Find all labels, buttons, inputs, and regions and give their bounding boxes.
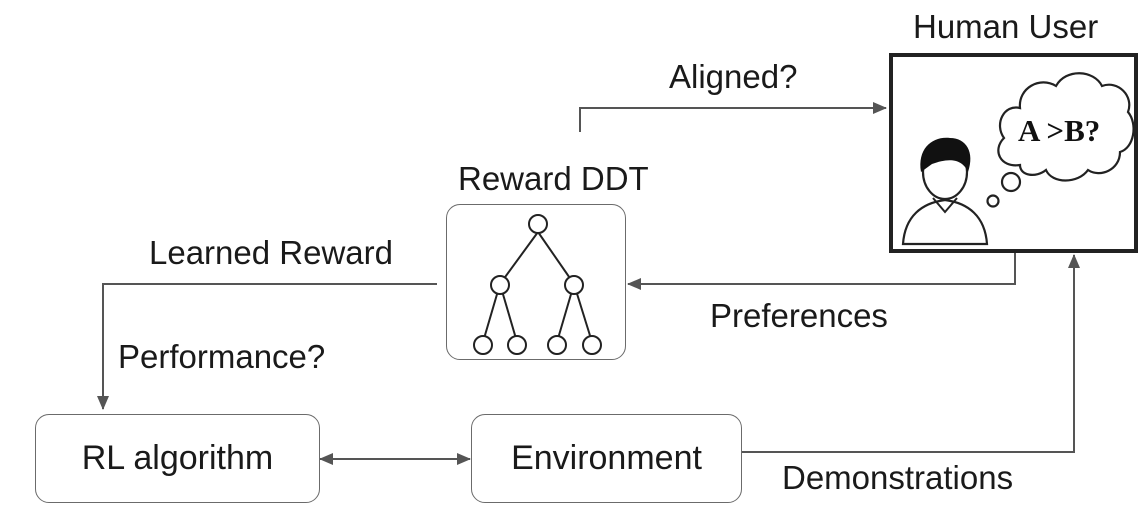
reward-ddt-label: Reward DDT <box>458 160 649 197</box>
reward-ddt-box <box>446 204 626 360</box>
environment-label: Environment <box>511 439 702 477</box>
preferences-arrow <box>627 253 1016 290</box>
learned-reward-label: Learned Reward <box>149 234 393 271</box>
rl-algorithm-box: RL algorithm <box>35 414 320 503</box>
performance-label: Performance? <box>118 338 326 375</box>
demonstrations-label: Demonstrations <box>782 459 1014 496</box>
demonstrations-arrow <box>742 254 1080 453</box>
thought-bubble-icon <box>986 72 1135 208</box>
aligned-label: Aligned? <box>669 58 798 95</box>
environment-box: Environment <box>471 414 742 503</box>
decision-tree-icon <box>473 214 602 355</box>
preferences-label: Preferences <box>710 297 888 334</box>
person-icon <box>901 137 989 246</box>
human-user-label: Human User <box>913 8 1099 45</box>
aligned-arrow <box>579 102 887 132</box>
rl-algorithm-label: RL algorithm <box>81 439 274 477</box>
learned-reward-arrow <box>97 283 437 410</box>
thought-text: A >B? <box>1018 113 1101 148</box>
